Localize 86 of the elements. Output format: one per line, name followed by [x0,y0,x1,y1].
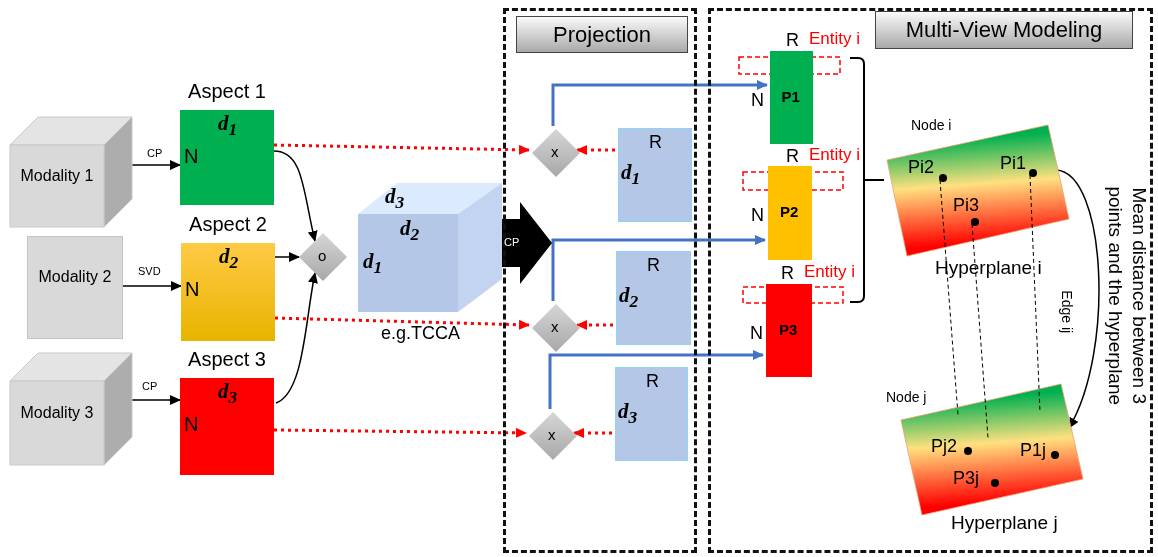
arrow [275,272,319,404]
dashed-panel [708,8,1153,553]
operator-diamond [299,233,347,281]
modality-label: Modality 2 [37,266,113,287]
arrow [274,316,530,330]
point-label: P1j [1020,441,1046,461]
entity-label: Entity i [809,146,861,165]
arrow [576,320,613,330]
dimension-label: R [647,256,660,276]
factor-matrix [618,128,692,222]
arrow [273,143,530,155]
vertical-note: Mean distance between 3 points and the hyperplane [1104,185,1151,408]
modality-box [27,236,123,339]
dimension-label: R [786,147,799,167]
dimension-symbol: d$_{1}$ [363,250,383,278]
dimension-symbol: d$_{3}$ [618,400,638,428]
projection-matrix [766,284,812,377]
matrix-label: P1 [781,89,800,106]
point-label: Pi3 [953,196,979,216]
point-label: P3j [953,469,979,489]
aspect-title: Aspect 3 [187,348,267,370]
operator-symbol: o [318,248,327,265]
dimension-label: N [184,145,199,167]
dimension-symbol: d$_{1}$ [218,112,238,140]
arrow [122,281,182,291]
arrow [551,235,766,301]
projection-matrix [770,51,813,144]
dimension-label: N [751,91,764,111]
operator-symbol: x [548,427,556,444]
node-label: Node j [886,390,927,406]
projection-matrix [768,166,812,260]
point-label: Pj2 [931,437,957,457]
method-label: e.g.TCCA [381,324,461,344]
block-arrow [502,202,552,284]
modality-label: Modality 3 [19,403,95,423]
arrow [131,160,181,170]
hyperplane-label: Hyperplane j [951,513,1058,534]
aspect-title: Aspect 2 [188,213,268,235]
edge-label: CP [503,236,521,249]
dimension-label: N [750,324,763,344]
dashed-panel [503,8,697,553]
dimension-symbol: d$_{2}$ [219,245,239,273]
arrow [273,150,318,242]
operator-symbol: x [551,144,559,161]
dimension-label: R [786,31,799,51]
arrow [273,427,527,438]
node-label: Node i [911,118,952,134]
hyperplane-label: Hyperplane i [935,258,1042,279]
matrix-label: P2 [780,204,799,221]
panel-title: Projection [516,16,688,53]
dimension-label: N [184,413,199,435]
aspect-title: Aspect 1 [187,80,267,102]
point-label: Pi2 [908,158,934,178]
modality-label: Modality 1 [19,166,95,186]
dimension-label: R [649,133,662,153]
entity-label: Entity i [809,30,861,49]
dimension-label: R [646,372,659,392]
dimension-label: R [781,264,794,284]
dimension-symbol: d$_{2}$ [619,284,639,312]
edge-label: Edge ij [1058,289,1075,335]
factor-matrix [615,367,688,461]
dimension-symbol: d$_{2}$ [400,217,420,245]
operator-diamond [532,304,580,352]
arrow [551,80,768,126]
dimension-symbol: d$_{1}$ [621,161,641,189]
dimension-label: N [751,206,764,226]
edge-label: CP [141,380,159,393]
arrow [131,395,181,405]
panel-title: Multi-View Modeling [875,11,1133,49]
arrow [573,428,612,438]
operator-diamond [532,129,580,177]
point-label: Pi1 [1000,154,1026,174]
edge-label: CP [146,147,164,160]
dimension-symbol: d$_{3}$ [385,185,405,213]
matrix-label: P3 [779,322,798,339]
factor-matrix [616,251,691,345]
arrow [548,350,764,409]
operator-diamond [529,412,577,460]
edge-label: SVD [137,265,162,278]
tensor-cube [357,183,502,312]
entity-label: Entity i [804,263,856,282]
dimension-symbol: d$_{3}$ [218,380,238,408]
dimension-label: N [185,278,200,300]
arrow [576,145,615,155]
operator-symbol: x [551,319,559,336]
arrow [274,252,300,262]
